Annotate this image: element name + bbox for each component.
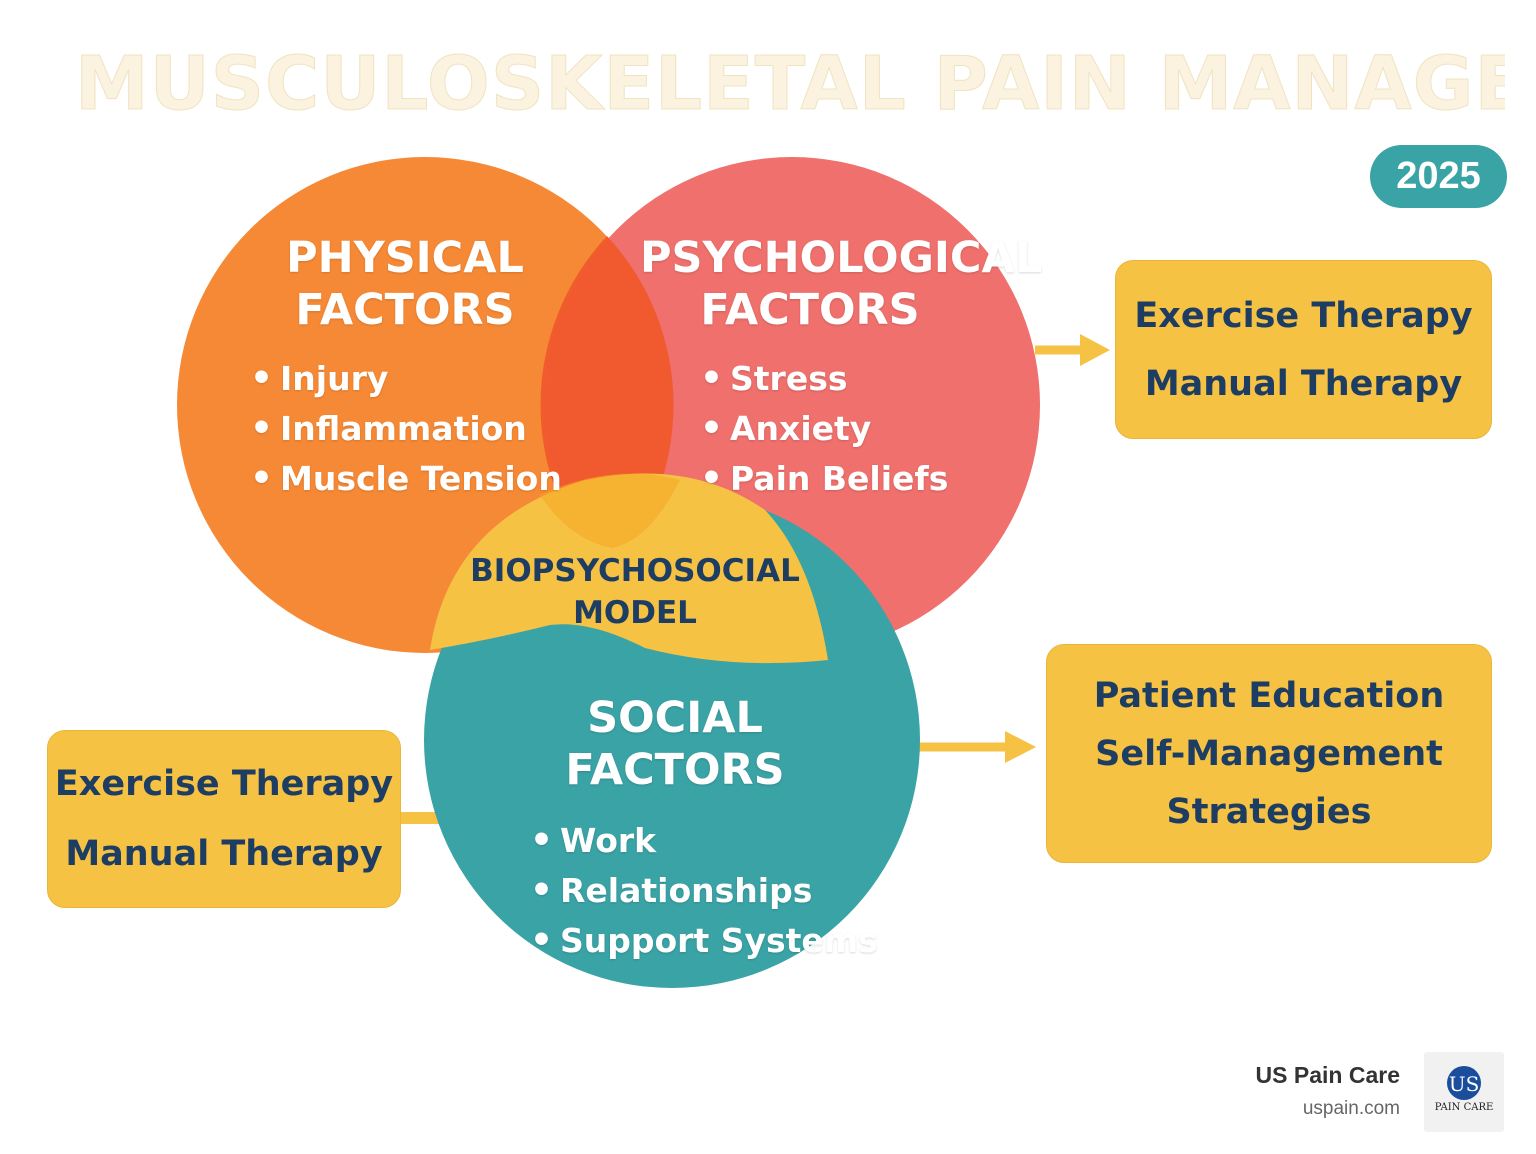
list-item: Inflammation [250, 404, 560, 454]
brand-url[interactable]: uspain.com [1302, 1098, 1400, 1119]
box-item: Exercise Therapy [54, 764, 394, 804]
year-badge: 2025 [1370, 145, 1507, 208]
social-heading-line-2: FACTORS [565, 745, 785, 795]
box-item: Self-Management [1095, 733, 1443, 774]
box-item: Patient Education [1093, 675, 1445, 716]
list-item: Relationships [530, 866, 850, 916]
social-factors-list: Work Relationships Support Systems [530, 816, 878, 966]
box-item: Manual Therapy [1144, 363, 1463, 404]
therapy-box-left: Exercise Therapy Manual Therapy [47, 730, 401, 908]
arrow-top-right-icon [1080, 334, 1110, 366]
therapy-box-top-right: Exercise Therapy Manual Therapy [1115, 260, 1492, 439]
center-label-line-2: MODEL [573, 595, 697, 631]
physical-factors-list: Injury Inflammation Muscle Tension [250, 354, 562, 504]
center-model-shape [430, 473, 828, 664]
us-logo-icon: US [1447, 1066, 1481, 1100]
psychological-factors-list: Stress Anxiety Pain Beliefs [700, 354, 980, 504]
list-item: Stress [700, 354, 980, 404]
svg-text:US: US [1449, 1072, 1480, 1096]
social-heading-line-1: SOCIAL [587, 693, 763, 743]
education-box-bottom-right: Patient Education Self-Management Strate… [1046, 644, 1492, 863]
box-item: Strategies [1166, 791, 1372, 832]
list-item: Muscle Tension [250, 454, 562, 504]
psychological-factors-heading: PSYCHOLOGICAL FACTORS [640, 232, 1043, 336]
list-item: Pain Beliefs [700, 454, 980, 504]
psychological-heading-line-2: FACTORS [700, 285, 920, 335]
list-item: Work [530, 816, 850, 866]
brand-name: US Pain Care [1255, 1062, 1400, 1088]
list-item: Injury [250, 354, 560, 404]
brand-logo: US PAIN CARE [1424, 1052, 1504, 1132]
center-model-label: BIOPSYCHOSOCIAL MODEL [460, 550, 810, 634]
physical-heading-line-1: PHYSICAL [286, 233, 524, 283]
center-model-highlight [540, 473, 680, 548]
page-title: MUSCULOSKELETAL PAIN MANAGEMENT [75, 42, 1505, 126]
physical-factors-heading: PHYSICAL FACTORS [250, 232, 560, 336]
logo-text: PAIN CARE [1434, 1102, 1494, 1113]
list-item: Anxiety [700, 404, 980, 454]
physical-heading-line-2: FACTORS [295, 285, 515, 335]
center-label-line-1: BIOPSYCHOSOCIAL [470, 553, 800, 589]
box-item: Manual Therapy [65, 834, 383, 874]
social-factors-group: SOCIAL FACTORS Work Relationships Suppor… [530, 692, 878, 966]
arrow-bottom-right-icon [1005, 731, 1036, 763]
physical-factors-group: PHYSICAL FACTORS Injury Inflammation Mus… [250, 232, 562, 504]
psychological-heading-line-1: PSYCHOLOGICAL [640, 233, 1043, 283]
box-item: Exercise Therapy [1134, 295, 1473, 336]
social-factors-heading: SOCIAL FACTORS [530, 692, 820, 796]
list-item: Support Systems [530, 916, 878, 966]
psychological-factors-group: PSYCHOLOGICAL FACTORS Stress Anxiety Pai… [640, 232, 1043, 504]
